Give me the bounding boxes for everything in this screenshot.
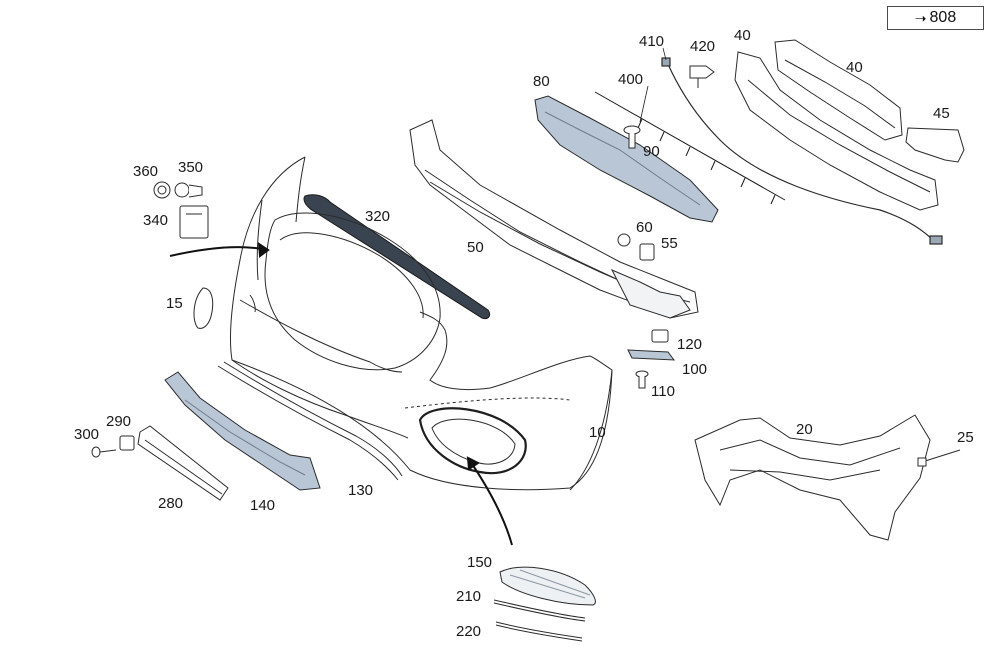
pointer-arrows	[169, 242, 513, 546]
label-210: 210	[456, 588, 481, 605]
part-bumper-cover	[229, 156, 613, 491]
part-trim-220	[495, 621, 583, 642]
label-25: 25	[957, 429, 974, 446]
arrow-to-fog-light	[467, 457, 513, 546]
part-number-labels: 10 15 20 25 40 40 45 50 55 60 80 90 100 …	[74, 27, 974, 640]
part-lower-grille-140	[164, 371, 321, 491]
reference-number: 808	[929, 9, 957, 26]
part-lower-carrier	[694, 414, 931, 541]
part-screw-300	[91, 446, 117, 458]
part-seal-strip	[303, 194, 491, 319]
label-360: 360	[133, 163, 158, 180]
part-sensor-ring-360	[153, 181, 171, 199]
label-320: 320	[365, 208, 390, 225]
part-wiring-harness-400	[594, 91, 786, 205]
label-15: 15	[166, 295, 183, 312]
label-220: 220	[456, 623, 481, 640]
reference-box: ➝ 808	[887, 6, 984, 30]
part-reinforcement-40	[734, 39, 939, 211]
label-40a: 40	[734, 27, 751, 44]
part-nut-60	[617, 233, 631, 247]
part-clip-420	[689, 65, 715, 88]
label-150: 150	[467, 554, 492, 571]
label-20: 20	[796, 421, 813, 438]
label-340: 340	[143, 212, 168, 229]
label-80: 80	[533, 73, 550, 90]
label-60: 60	[636, 219, 653, 236]
label-100: 100	[682, 361, 707, 378]
part-sensor-350	[174, 182, 203, 198]
label-400: 400	[618, 71, 643, 88]
label-130: 130	[348, 482, 373, 499]
part-fog-grille-150	[499, 566, 596, 606]
label-420: 420	[690, 38, 715, 55]
part-bolt-25	[917, 449, 961, 467]
label-410: 410	[639, 33, 664, 50]
arrow-head-grille	[257, 242, 270, 258]
part-trim-strip-130	[217, 361, 403, 481]
part-energy-absorber	[534, 95, 719, 223]
grille-opening	[264, 212, 441, 371]
label-40b: 40	[846, 59, 863, 76]
label-290: 290	[106, 413, 131, 430]
part-screw-110	[635, 370, 649, 389]
arrow-right-icon: ➝	[914, 10, 927, 26]
part-clip-55	[639, 243, 655, 261]
part-trim-210	[493, 599, 586, 622]
label-90: 90	[643, 143, 660, 160]
part-bolt-90	[623, 125, 641, 149]
part-license-bracket-280	[137, 425, 229, 501]
label-45: 45	[933, 105, 950, 122]
label-110: 110	[651, 383, 675, 400]
label-350: 350	[178, 159, 203, 176]
part-cable-410	[661, 57, 943, 245]
arrow-to-grille-opening	[169, 246, 269, 257]
label-280: 280	[158, 495, 183, 512]
label-55: 55	[661, 235, 678, 252]
label-120: 120	[677, 336, 702, 353]
part-bracket-100	[627, 349, 676, 361]
part-control-unit-340	[179, 205, 209, 239]
part-nut-290	[119, 435, 135, 451]
label-140: 140	[250, 497, 275, 514]
part-tow-cover-15	[193, 287, 214, 329]
part-upper-carrier	[409, 119, 699, 319]
part-bracket-45	[905, 127, 965, 163]
part-clip-120	[651, 329, 669, 343]
leader-lines	[639, 47, 667, 123]
label-300: 300	[74, 426, 99, 443]
label-10: 10	[589, 424, 606, 441]
label-50: 50	[467, 239, 484, 256]
arrow-head-fog	[466, 456, 480, 471]
